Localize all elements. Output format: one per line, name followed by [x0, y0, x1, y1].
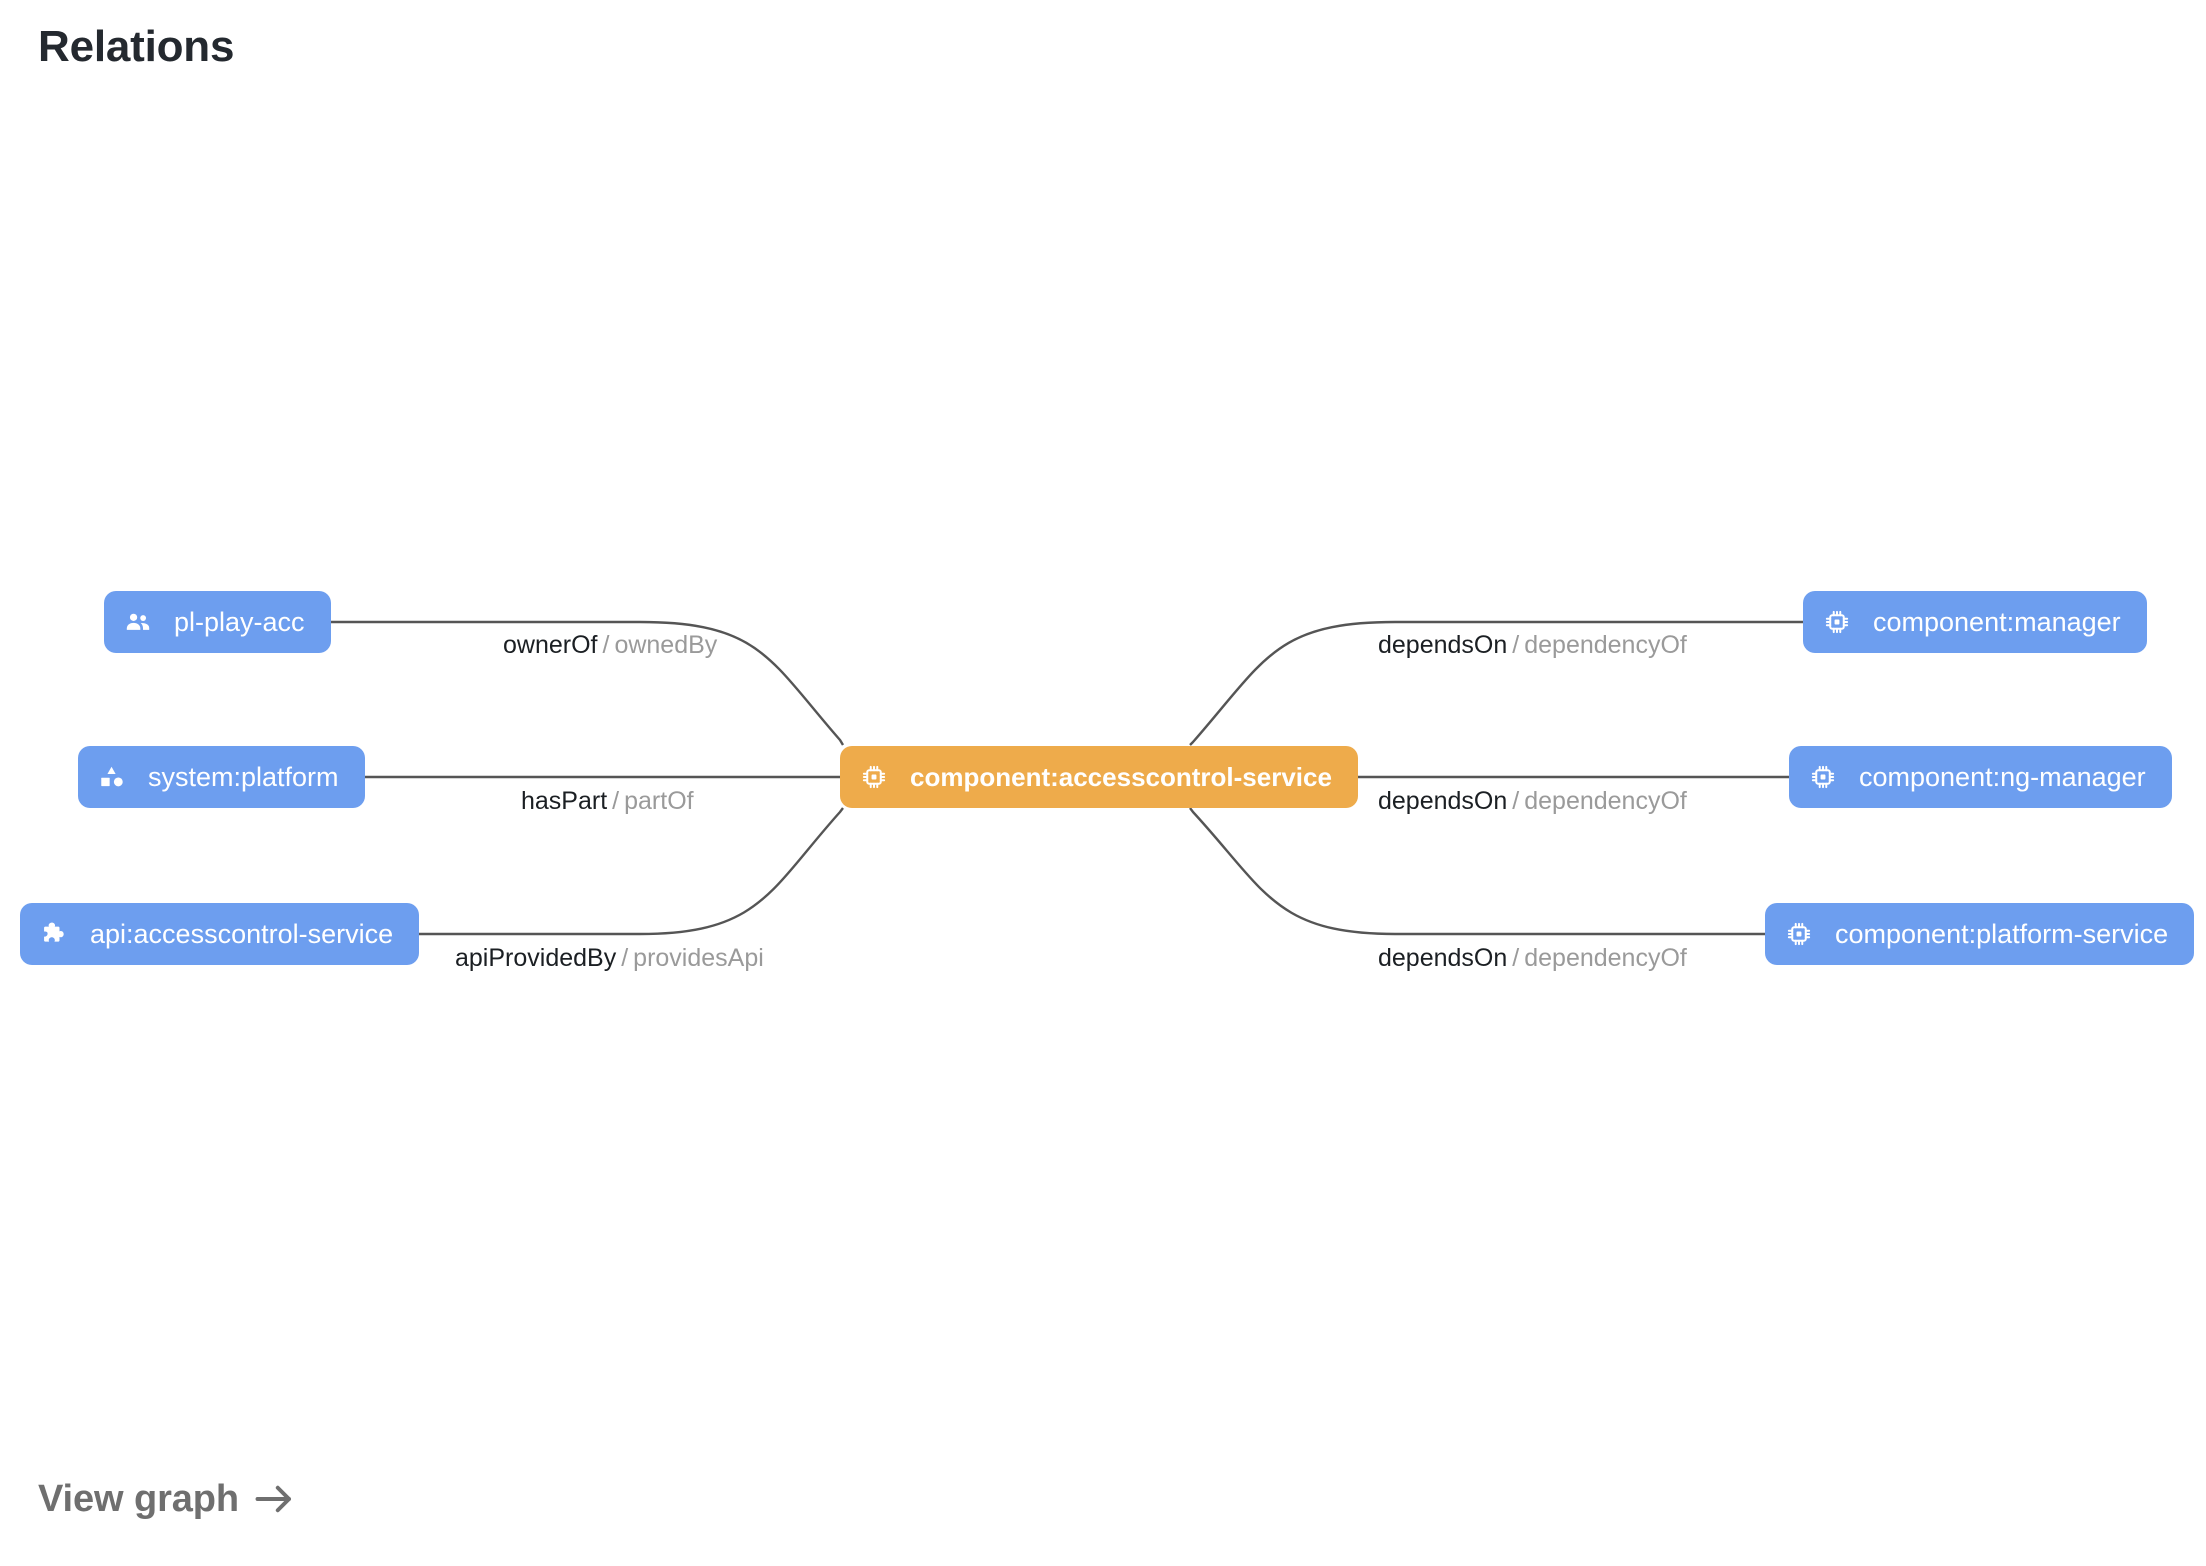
edge-label-separator: /	[621, 944, 629, 972]
edge-label-forward: apiProvidedBy	[455, 944, 617, 972]
edge-apiProvidedBy	[405, 807, 844, 936]
edge-dependsOn-manager	[1189, 620, 1803, 746]
edge-label-reverse: providesApi	[633, 944, 764, 972]
edge-label-hasPart: hasPart/partOf	[521, 789, 694, 814]
edge-label-forward: dependsOn	[1378, 944, 1508, 972]
cpu-chip-icon	[1785, 920, 1813, 948]
edge-ownerOf	[327, 620, 845, 746]
puzzle-extension-icon	[40, 920, 68, 948]
graph-node-label: component:accesscontrol-service	[910, 762, 1332, 792]
edge-label-reverse: partOf	[624, 787, 694, 815]
graph-node-api-accesscontrol-service[interactable]: api:accesscontrol-service	[20, 903, 420, 965]
graph-node-label: pl-play-acc	[174, 606, 305, 637]
edge-label-separator: /	[1512, 944, 1520, 972]
graph-node-label: component:platform-service	[1835, 918, 2169, 949]
cpu-chip-icon	[860, 763, 888, 791]
edge-label-reverse: dependencyOf	[1524, 631, 1687, 659]
graph-node-label: api:accesscontrol-service	[90, 918, 394, 949]
graph-node-label: component:manager	[1873, 606, 2121, 637]
graph-node-pl-play-acc[interactable]: pl-play-acc	[104, 591, 331, 653]
edge-label-reverse: dependencyOf	[1524, 787, 1687, 815]
edge-label-separator: /	[1512, 631, 1520, 659]
graph-node-component-platform-service[interactable]: component:platform-service	[1765, 903, 2195, 965]
edge-label-dependsOn-ng-manager: dependsOn/dependencyOf	[1378, 789, 1687, 814]
edge-label-dependsOn-platform-service: dependsOn/dependencyOf	[1378, 946, 1687, 971]
category-shapes-icon	[98, 763, 126, 791]
edge-label-forward: hasPart	[521, 787, 608, 815]
cpu-chip-icon	[1823, 608, 1851, 636]
graph-node-component-manager[interactable]: component:manager	[1803, 591, 2147, 653]
graph-node-label: component:ng-manager	[1859, 761, 2146, 792]
edge-label-separator: /	[602, 631, 610, 659]
edge-label-apiProvidedBy: apiProvidedBy/providesApi	[455, 946, 764, 971]
view-graph-label: View graph	[38, 1478, 240, 1520]
edge-label-reverse: ownedBy	[614, 631, 718, 659]
graph-node-component-accesscontrol-service[interactable]: component:accesscontrol-service	[840, 746, 1358, 808]
arrow-right-icon	[253, 1481, 295, 1519]
edge-label-forward: ownerOf	[503, 631, 598, 659]
edge-label-forward: dependsOn	[1378, 787, 1508, 815]
edge-label-ownerOf: ownerOf/ownedBy	[503, 633, 717, 658]
edge-label-separator: /	[1512, 787, 1520, 815]
graph-node-label: system:platform	[148, 761, 339, 792]
cpu-chip-icon	[1809, 763, 1837, 791]
edge-label-dependsOn-manager: dependsOn/dependencyOf	[1378, 633, 1687, 658]
group-people-icon	[124, 608, 152, 636]
graph-node-system-platform[interactable]: system:platform	[78, 746, 365, 808]
graph-node-component-ng-manager[interactable]: component:ng-manager	[1789, 746, 2172, 808]
page-title: Relations	[38, 22, 235, 71]
edge-label-reverse: dependencyOf	[1524, 944, 1687, 972]
edge-dependsOn-platform-service	[1189, 807, 1765, 936]
edge-label-forward: dependsOn	[1378, 631, 1508, 659]
view-graph-link[interactable]: View graph	[38, 1478, 295, 1521]
edge-label-separator: /	[612, 787, 620, 815]
